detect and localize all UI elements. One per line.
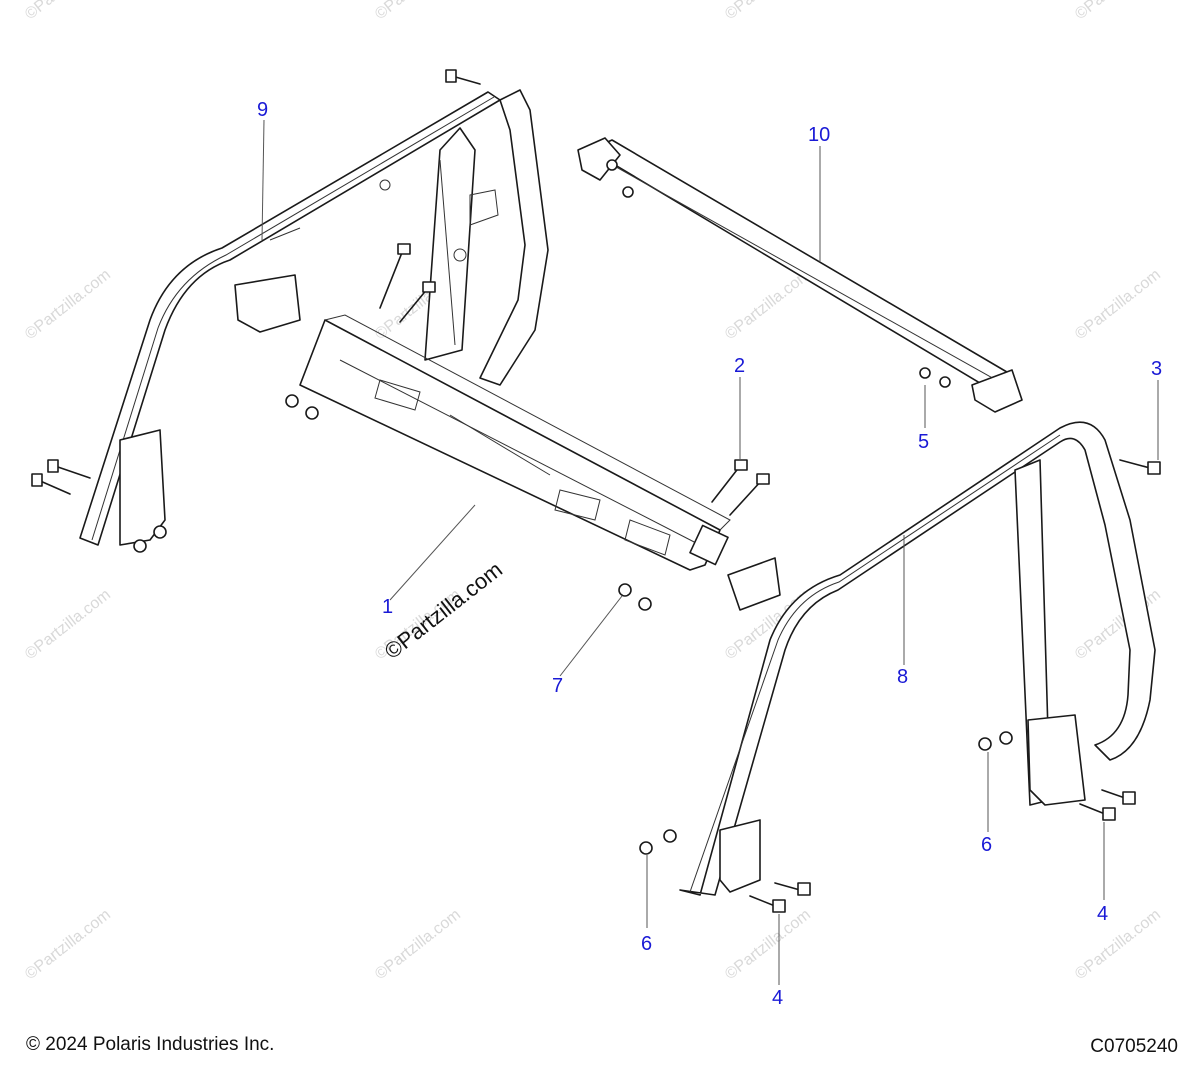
nut[interactable] <box>978 737 992 751</box>
part-8-right-frame[interactable] <box>679 421 1156 896</box>
bolt-2-b[interactable] <box>729 473 770 516</box>
watermark-text: ©Partzilla.com <box>372 906 464 983</box>
callouts: 9 10 2 3 5 1 7 8 6 4 6 4 <box>257 99 1162 1009</box>
watermark-text: ©Partzilla.com <box>1072 266 1164 343</box>
nut[interactable] <box>639 841 653 855</box>
watermark-text: ©Partzilla.com <box>1072 0 1164 23</box>
nut[interactable] <box>999 731 1013 745</box>
watermark-text: ©Partzilla.com <box>722 0 814 23</box>
nut[interactable] <box>622 186 634 198</box>
bolt-left-1[interactable] <box>47 459 91 479</box>
watermark-text: ©Partzilla.com <box>722 266 814 343</box>
bolt-4-right-a[interactable] <box>1079 803 1116 821</box>
bolt-4-left-b[interactable] <box>774 882 811 896</box>
callout-3[interactable]: 3 <box>1151 358 1162 380</box>
callout-1[interactable]: 1 <box>382 596 393 618</box>
callout-6-left[interactable]: 6 <box>641 933 652 955</box>
bolt-4-left-a[interactable] <box>749 895 786 913</box>
bolt-top-left[interactable] <box>445 69 481 85</box>
nut[interactable] <box>285 394 299 408</box>
watermark-text: ©Partzilla.com <box>22 0 114 23</box>
part-9-left-frame[interactable] <box>79 89 549 546</box>
nut[interactable] <box>663 829 677 843</box>
callout-6-right[interactable]: 6 <box>981 834 992 856</box>
bolt-left-2[interactable] <box>31 473 71 495</box>
callout-4-right[interactable]: 4 <box>1097 903 1108 925</box>
callout-8[interactable]: 8 <box>897 666 908 688</box>
watermark-text: ©Partzilla.com <box>1072 906 1164 983</box>
nut[interactable] <box>305 406 319 420</box>
bolt-mid-2[interactable] <box>399 281 436 323</box>
nut[interactable] <box>939 376 951 388</box>
nut[interactable] <box>618 583 632 597</box>
watermark-text: ©Partzilla.com <box>22 266 114 343</box>
fasteners-nuts <box>133 159 1013 855</box>
copyright-notice: © 2024 Polaris Industries Inc. <box>26 1034 275 1055</box>
callout-9[interactable]: 9 <box>257 99 268 121</box>
watermark-text: ©Partzilla.com <box>722 906 814 983</box>
drawing-code: C0705240 <box>1090 1036 1178 1057</box>
fasteners-bolts <box>31 69 1161 913</box>
nut[interactable] <box>133 539 147 553</box>
callout-5[interactable]: 5 <box>918 431 929 453</box>
nut[interactable] <box>638 597 652 611</box>
callout-7[interactable]: 7 <box>552 675 563 697</box>
watermark-text: ©Partzilla.com <box>372 0 464 23</box>
watermark-text: ©Partzilla.com <box>22 586 114 663</box>
bolt-2-a[interactable] <box>711 459 748 503</box>
part-1-cross-panel[interactable] <box>299 314 731 571</box>
watermark-text: ©Partzilla.com <box>22 906 114 983</box>
nut[interactable] <box>606 159 618 171</box>
bolt-3[interactable] <box>1119 459 1161 475</box>
nut[interactable] <box>153 525 167 539</box>
nut[interactable] <box>919 367 931 379</box>
bolt-4-right-b[interactable] <box>1101 789 1136 805</box>
leader-lines <box>261 119 1159 985</box>
part-10-crossbar[interactable] <box>577 137 1023 413</box>
callout-10[interactable]: 10 <box>808 124 830 146</box>
partzilla-watermark: ©Partzilla.com <box>380 557 507 664</box>
bolt-mid-1[interactable] <box>379 243 411 309</box>
callout-4-left[interactable]: 4 <box>772 987 783 1009</box>
callout-2[interactable]: 2 <box>734 355 745 377</box>
